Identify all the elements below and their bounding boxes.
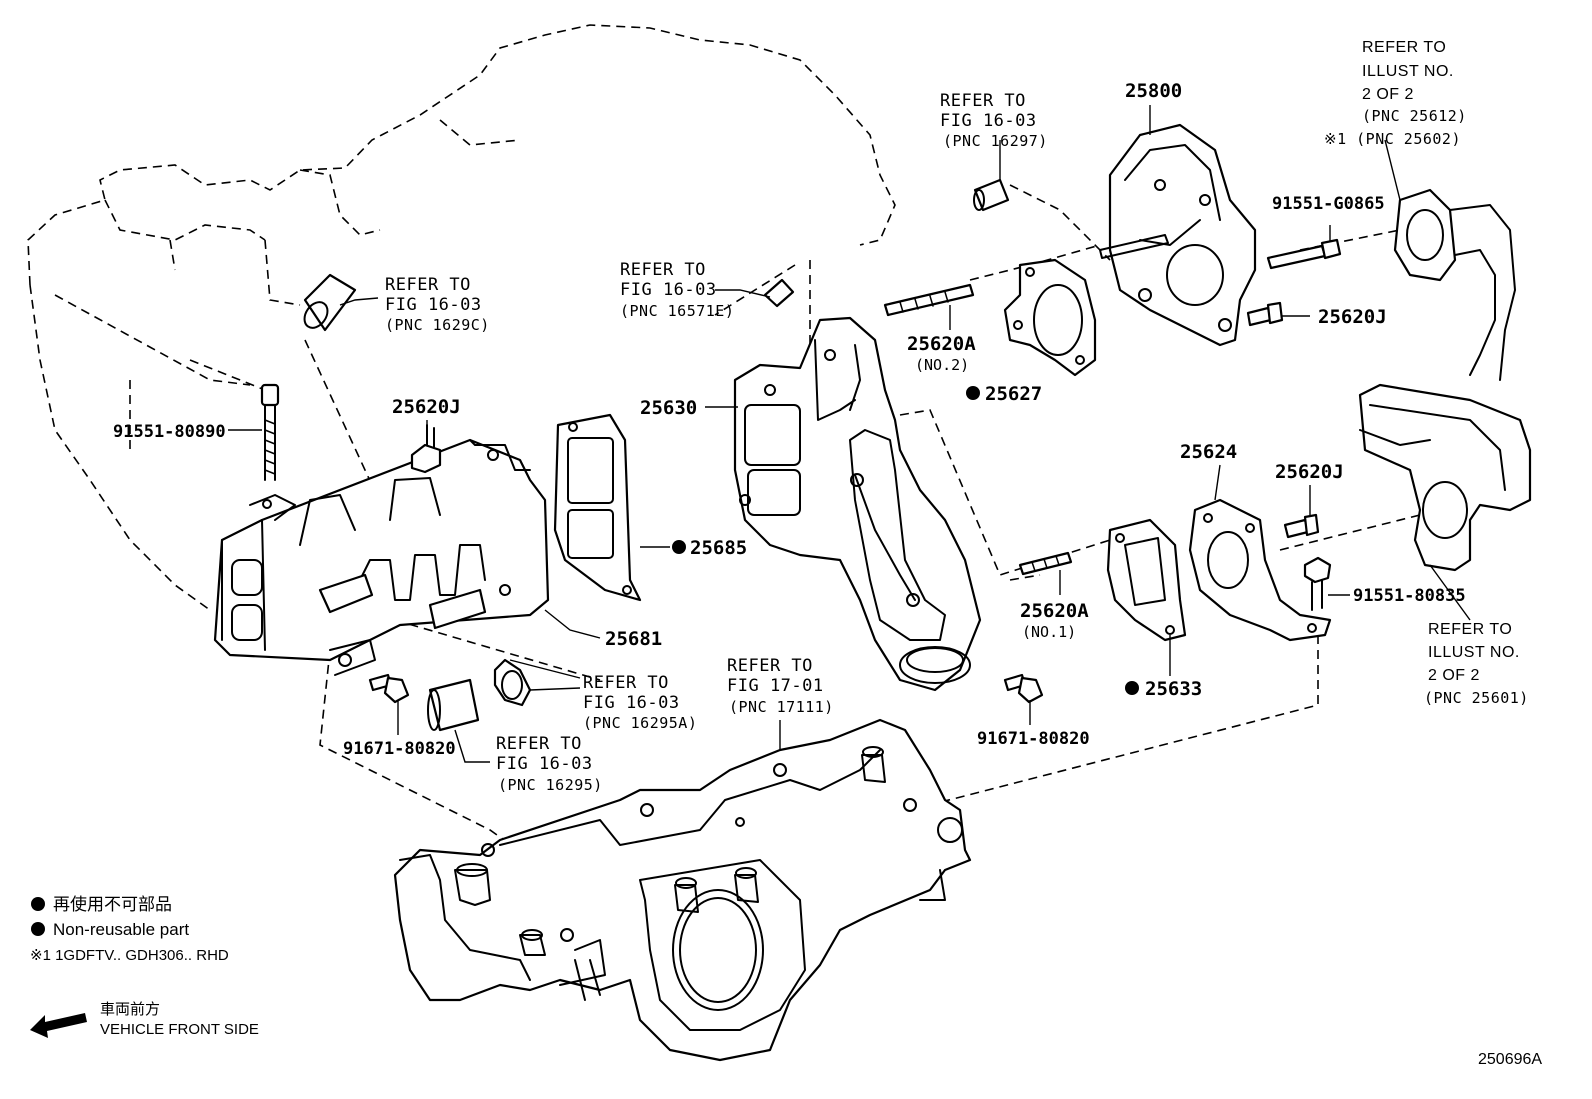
gasket-25633 <box>1106 518 1187 642</box>
ref-25601-line2: ILLUST NO. <box>1428 644 1520 661</box>
callout-91671-80820-right: 91671-80820 <box>977 729 1090 749</box>
ref-16295-line2: FIG 16-03 <box>496 754 593 774</box>
legend-dot-jp <box>31 897 45 911</box>
bolt-91671-80820-left <box>368 673 410 704</box>
legend-front-en: VEHICLE FRONT SIDE <box>100 1021 259 1038</box>
ref-1629C-line2: FIG 16-03 <box>385 295 482 315</box>
ref-pnc-16571E: REFER TO FIG 16-03 (PNC 16571E) <box>620 260 734 320</box>
ref-pnc-17111: REFER TO FIG 17-01 (PNC 17111) <box>727 656 834 716</box>
callout-91671-80820-left: 91671-80820 <box>343 739 456 759</box>
bolt-91551-80890 <box>260 383 280 481</box>
callout-91551-G0865: 91551-G0865 <box>1272 194 1385 214</box>
bolt-91671-80820-right <box>1003 673 1044 704</box>
bolt-91551-80835 <box>1303 556 1332 611</box>
bolt-91551-G0865 <box>1266 238 1342 270</box>
non-reusable-dot-25685 <box>672 540 686 554</box>
ref-16297-line3: (PNC 16297) <box>943 132 1048 150</box>
legend: 再使用不可部品 Non-reusable part ※1 1GDFTV.. GD… <box>30 894 259 1038</box>
ref-25612-line4: (PNC 25612) <box>1362 107 1467 125</box>
callout-25627: 25627 <box>985 383 1042 405</box>
callout-leaders <box>228 105 1471 763</box>
ref-16571E-line1: REFER TO <box>620 260 706 280</box>
callout-91551-80890: 91551-80890 <box>113 422 226 442</box>
ref-17111-line2: FIG 17-01 <box>727 676 824 696</box>
callout-25633: 25633 <box>1145 678 1202 700</box>
ref-16571E-line3: (PNC 16571E) <box>620 302 734 320</box>
legend-non-reusable-en: Non-reusable part <box>53 920 189 939</box>
callout-25800: 25800 <box>1125 80 1182 102</box>
bolt-25620J-mid <box>410 424 442 474</box>
ref-16297-line2: FIG 16-03 <box>940 111 1037 131</box>
ref-16295-line1: REFER TO <box>496 734 582 754</box>
ref-25601-line3: 2 OF 2 <box>1428 667 1480 684</box>
intake-manifold <box>393 718 972 1062</box>
stud-25620A-no1 <box>1018 551 1073 576</box>
legend-front-jp: 車両前方 <box>100 1001 160 1018</box>
callout-25620A-no1-sub: (NO.1) <box>1022 623 1076 641</box>
egr-pipe-25612 <box>1393 188 1516 381</box>
legend-non-reusable-jp: 再使用不可部品 <box>53 894 172 914</box>
pipe-stub-16297 <box>973 178 1010 212</box>
ref-16295-line3: (PNC 16295) <box>498 776 603 794</box>
callout-25620J-mid: 25620J <box>392 396 461 418</box>
callout-91551-80835: 91551-80835 <box>1353 586 1466 606</box>
callout-25624: 25624 <box>1180 441 1237 463</box>
ref-16295A-line3: (PNC 16295A) <box>583 714 697 732</box>
ref-25612-line1: REFER TO <box>1362 39 1446 56</box>
ref-16295A-line1: REFER TO <box>583 673 669 693</box>
egr-cooler-25681 <box>213 438 550 676</box>
stud-25620A-no2 <box>883 283 975 317</box>
ref-17111-line3: (PNC 17111) <box>729 698 834 716</box>
hose-16295 <box>427 678 480 732</box>
callout-25620A-no2: 25620A <box>907 333 976 355</box>
callout-25630: 25630 <box>640 397 697 419</box>
non-reusable-dot-25633 <box>1125 681 1139 695</box>
callout-25681: 25681 <box>605 628 662 650</box>
ref-pnc-25601: REFER TO ILLUST NO. 2 OF 2 (PNC 25601) <box>1424 621 1529 707</box>
ref-25612-line5: ※1 (PNC 25602) <box>1324 130 1461 148</box>
callout-25685: 25685 <box>690 537 747 559</box>
egr-pipe-25601 <box>1358 383 1532 572</box>
legend-dot-en <box>31 922 45 936</box>
engine-outline <box>27 24 896 611</box>
ref-pnc-25612: REFER TO ILLUST NO. 2 OF 2 (PNC 25612) ※… <box>1324 39 1467 148</box>
callout-25620A-no1: 25620A <box>1020 600 1089 622</box>
ref-25612-line3: 2 OF 2 <box>1362 86 1414 103</box>
ref-pnc-16295: REFER TO FIG 16-03 (PNC 16295) <box>496 734 603 794</box>
non-reusable-dot-25627 <box>966 386 980 400</box>
bolt-25620J-top <box>1246 301 1284 327</box>
ref-25601-line1: REFER TO <box>1428 621 1512 638</box>
front-arrow-icon <box>30 1013 87 1038</box>
egr-valve-25800 <box>1099 123 1257 347</box>
ref-pnc-16297: REFER TO FIG 16-03 (PNC 16297) <box>940 91 1048 150</box>
illustration-code: 250696A <box>1478 1051 1542 1068</box>
egr-housing-25630 <box>733 316 982 692</box>
hose-stub-1629C <box>303 273 357 332</box>
callout-labels: 25800 91551-G0865 25620J 25620A (NO.2) 2… <box>113 80 1466 759</box>
legend-note-1: ※1 1GDFTV.. GDH306.. RHD <box>30 947 229 964</box>
ref-25601-line4: (PNC 25601) <box>1424 689 1529 707</box>
gasket-25685 <box>553 413 642 602</box>
bracket-25624 <box>1188 498 1332 642</box>
clamp-16295A <box>493 658 532 707</box>
ref-16295A-line2: FIG 16-03 <box>583 693 680 713</box>
pipe-stub-16571E <box>763 278 795 308</box>
callout-25620J-right: 25620J <box>1275 461 1344 483</box>
bolt-25620J-right <box>1283 513 1320 539</box>
ref-pnc-16295A: REFER TO FIG 16-03 (PNC 16295A) <box>583 673 697 732</box>
ref-25612-line2: ILLUST NO. <box>1362 63 1454 80</box>
ref-pnc-1629C: REFER TO FIG 16-03 (PNC 1629C) <box>385 275 490 334</box>
ref-17111-line1: REFER TO <box>727 656 813 676</box>
ref-16297-line1: REFER TO <box>940 91 1026 111</box>
reference-notes: REFER TO FIG 16-03 (PNC 16297) REFER TO … <box>385 39 1529 794</box>
ref-1629C-line3: (PNC 1629C) <box>385 316 490 334</box>
ref-16571E-line2: FIG 16-03 <box>620 280 717 300</box>
gasket-25627 <box>1003 258 1097 377</box>
callout-25620J-top: 25620J <box>1318 306 1387 328</box>
callout-25620A-no2-sub: (NO.2) <box>915 356 969 374</box>
ref-1629C-line1: REFER TO <box>385 275 471 295</box>
